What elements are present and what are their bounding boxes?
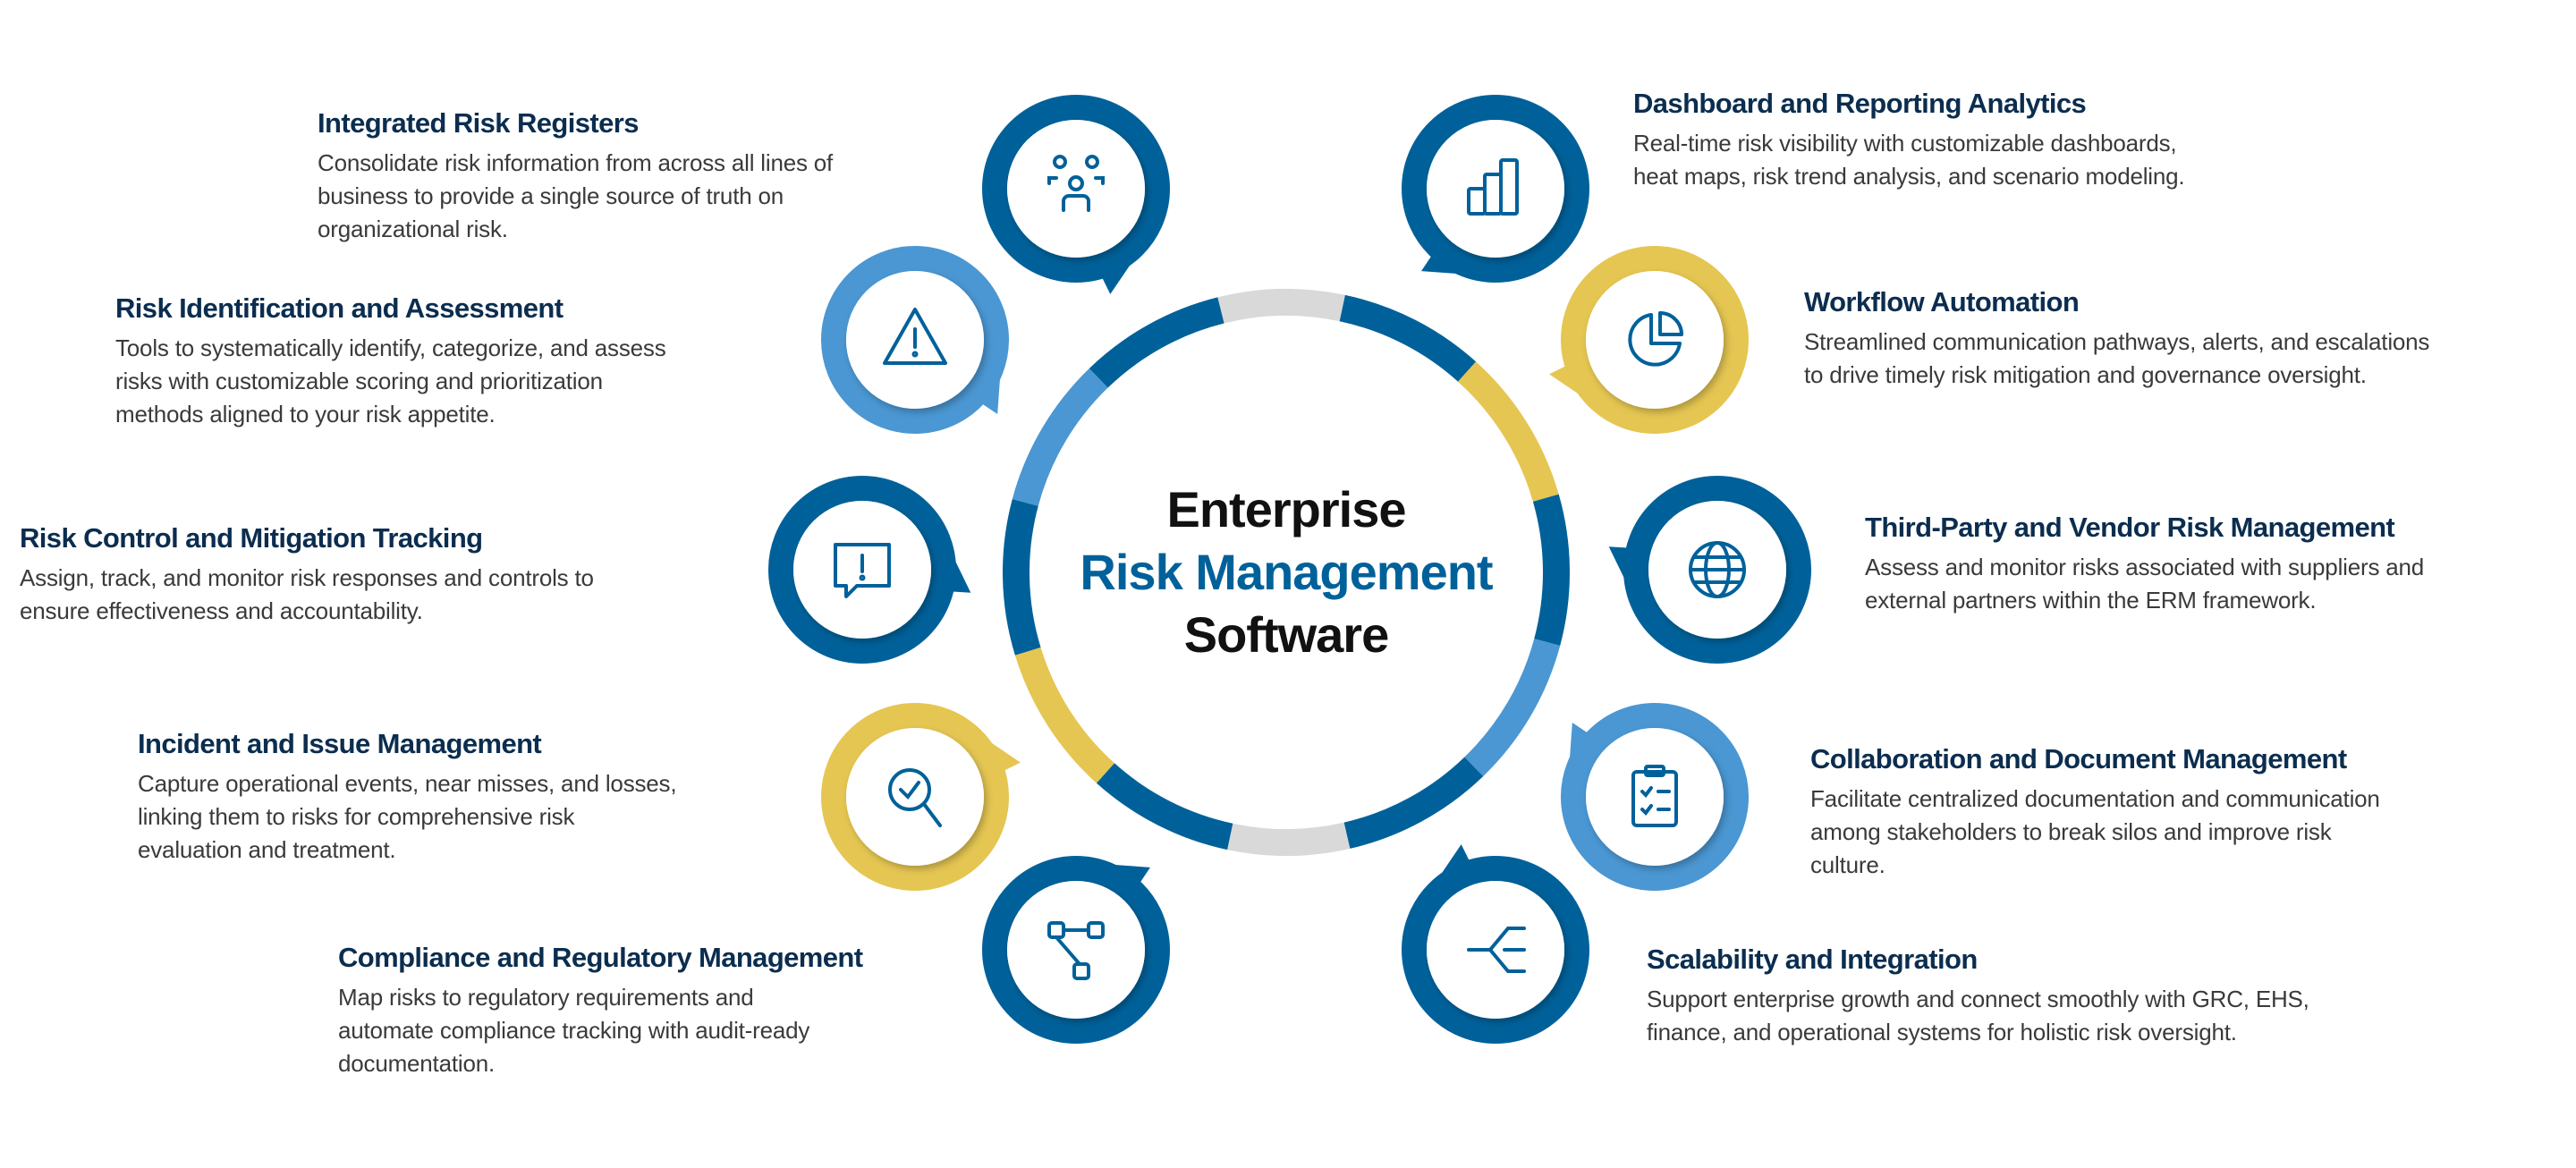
warning-icon bbox=[883, 308, 947, 365]
bubble-integrated-risk-registers bbox=[960, 72, 1192, 305]
bubble-ring bbox=[1402, 856, 1589, 1044]
feature-title: Third-Party and Vendor Risk Management bbox=[1865, 512, 2395, 543]
bubble-inner bbox=[1007, 881, 1145, 1019]
bubble-inner bbox=[1586, 728, 1724, 866]
bubble-scalability bbox=[1379, 834, 1612, 1066]
feature-description: Consolidate risk information from across… bbox=[318, 149, 834, 242]
bubble-risk-control bbox=[746, 453, 979, 686]
feature-description: Real-time risk visibility with customiza… bbox=[1633, 130, 2185, 190]
center-title-line3: Software bbox=[1183, 606, 1390, 663]
feature-collaboration: Collaboration and Document Management Fa… bbox=[1810, 741, 2380, 882]
center-title-line1: Enterprise bbox=[1166, 481, 1406, 537]
feature-scalability: Scalability and Integration Support ente… bbox=[1647, 942, 2309, 1049]
bubble-inner bbox=[1427, 881, 1564, 1019]
feature-title: Workflow Automation bbox=[1804, 286, 2080, 317]
bubble-ring bbox=[1402, 95, 1589, 283]
hub-ring-segment bbox=[1014, 647, 1115, 783]
hub-ring bbox=[973, 259, 1599, 885]
feature-title: Collaboration and Document Management bbox=[1810, 743, 2347, 774]
hub-ring-segment bbox=[1457, 361, 1559, 503]
center-title-line2: Risk Management bbox=[1080, 544, 1493, 600]
bubble-ring bbox=[1561, 246, 1749, 434]
feature-title: Dashboard and Reporting Analytics bbox=[1633, 88, 2087, 119]
feature-title: Integrated Risk Registers bbox=[318, 107, 639, 139]
feature-description: Assess and monitor risks associated with… bbox=[1865, 554, 2425, 614]
bubble-compliance bbox=[960, 834, 1192, 1066]
hub-ring-segment bbox=[1096, 763, 1233, 851]
feature-description: Support enterprise growth and connect sm… bbox=[1647, 986, 2309, 1045]
feature-description: Assign, track, and monitor risk response… bbox=[20, 564, 594, 624]
feature-title: Risk Identification and Assessment bbox=[115, 292, 564, 324]
globe-icon bbox=[1689, 541, 1746, 598]
feature-risk-identification: Risk Identification and Assessment Tools… bbox=[115, 291, 666, 431]
bubble-ring bbox=[768, 476, 956, 664]
feature-description: Facilitate centralized documentation and… bbox=[1810, 785, 2380, 878]
feature-title: Risk Control and Mitigation Tracking bbox=[20, 522, 483, 554]
hub-ring-segment bbox=[1343, 757, 1484, 849]
hub-ring-segment bbox=[1227, 822, 1351, 856]
bubble-ring bbox=[821, 703, 1009, 891]
bubble-workflow-automation bbox=[1538, 224, 1771, 456]
search-check-icon bbox=[888, 768, 942, 827]
bubble-ring bbox=[982, 95, 1170, 283]
feature-title: Scalability and Integration bbox=[1647, 944, 1978, 975]
feature-integrated-risk-registers: Integrated Risk Registers Consolidate ri… bbox=[318, 106, 833, 246]
feature-third-party-risk: Third-Party and Vendor Risk Management A… bbox=[1865, 510, 2424, 617]
bubble-inner bbox=[1427, 120, 1564, 258]
people-icon bbox=[1047, 155, 1105, 212]
feature-description: Capture operational events, near misses,… bbox=[138, 770, 677, 863]
feature-compliance: Compliance and Regulatory Management Map… bbox=[338, 940, 863, 1080]
bubble-inner bbox=[1586, 271, 1724, 409]
bubble-collaboration bbox=[1538, 681, 1771, 913]
feature-title: Compliance and Regulatory Management bbox=[338, 942, 863, 973]
feature-description: Tools to systematically identify, catego… bbox=[115, 334, 666, 427]
bubble-risk-identification bbox=[799, 224, 1031, 456]
flow-icon bbox=[1047, 921, 1105, 980]
feature-title: Incident and Issue Management bbox=[138, 728, 542, 759]
hub-ring-segment bbox=[1339, 294, 1477, 382]
bubble-inner bbox=[846, 728, 984, 866]
feature-risk-control: Risk Control and Mitigation Tracking Ass… bbox=[20, 521, 594, 628]
bubble-dashboard-reporting bbox=[1379, 72, 1612, 305]
feature-dashboard-reporting: Dashboard and Reporting Analytics Real-t… bbox=[1633, 86, 2185, 193]
feature-description: Map risks to regulatory requirements and… bbox=[338, 984, 810, 1077]
bar-chart-icon bbox=[1467, 158, 1519, 216]
pie-chart-icon bbox=[1628, 311, 1683, 367]
bubble-ring bbox=[821, 246, 1009, 434]
bubble-ring bbox=[1561, 703, 1749, 891]
alert-message-icon bbox=[834, 543, 891, 598]
bubble-ring bbox=[982, 856, 1170, 1044]
hub-ring-segment bbox=[1003, 498, 1041, 656]
hub-ring-segment bbox=[1012, 368, 1108, 506]
bubble-ring bbox=[1623, 476, 1811, 664]
hub-ring-segment bbox=[1464, 639, 1561, 777]
hub-ring-segment bbox=[1089, 297, 1224, 388]
hub-ring-segment bbox=[1217, 289, 1345, 324]
feature-incident-management: Incident and Issue Management Capture op… bbox=[138, 726, 677, 867]
hub-ring-segment bbox=[1532, 494, 1570, 647]
feature-description: Streamlined communication pathways, aler… bbox=[1804, 328, 2430, 388]
bubble-incident-management bbox=[799, 681, 1031, 913]
center-title: Enterprise Risk Management Software bbox=[1080, 478, 1493, 666]
bubble-third-party-risk bbox=[1601, 453, 1834, 686]
feature-workflow-automation: Workflow Automation Streamlined communic… bbox=[1804, 284, 2429, 392]
clipboard-icon bbox=[1631, 765, 1678, 827]
merge-icon bbox=[1467, 927, 1526, 973]
